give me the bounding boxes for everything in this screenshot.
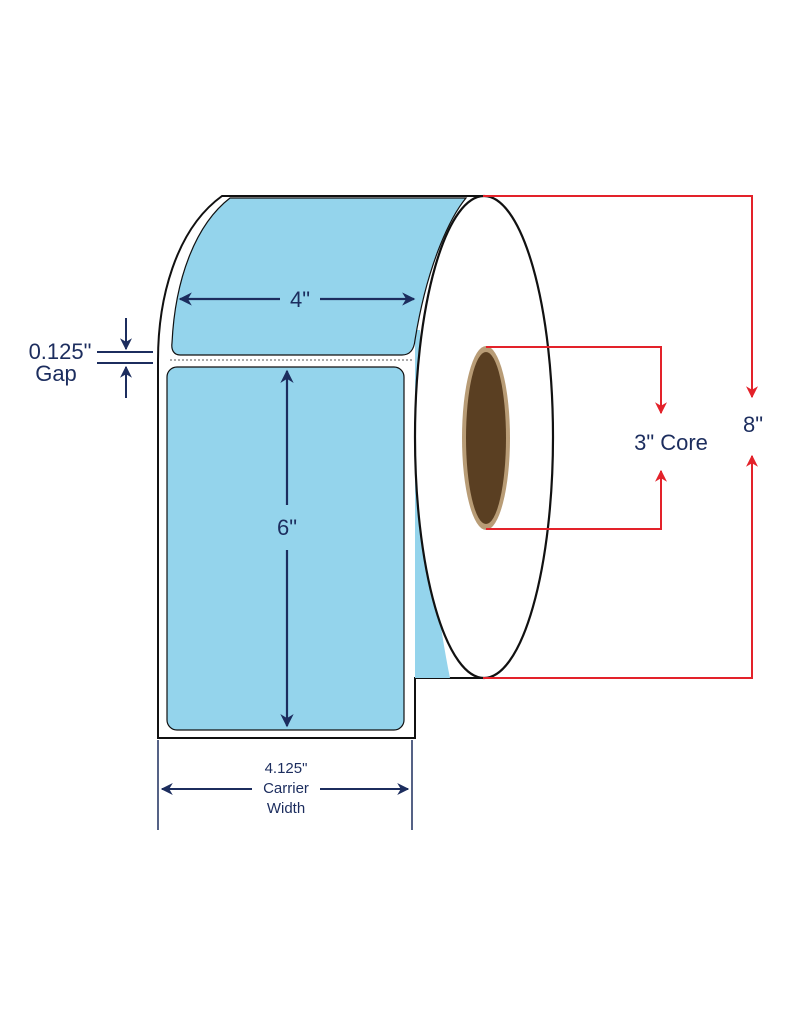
- carrier-width-word-text: Width: [267, 800, 305, 817]
- od-dim-top-leader: [483, 195, 758, 399]
- label-height-text: 6": [277, 515, 297, 540]
- liner-edge-strip: [415, 330, 450, 678]
- front-label: [166, 366, 405, 731]
- core-dim-bottom-leader: [486, 469, 667, 530]
- top-label: [171, 197, 468, 356]
- core-hole: [466, 352, 506, 524]
- label-width-text: 4": [290, 287, 310, 312]
- carrier-value-text: 4.125": [265, 760, 308, 777]
- gap-value-text: 0.125": [29, 339, 92, 364]
- carrier-word-text: Carrier: [263, 780, 309, 797]
- core-dim-top-leader: [486, 346, 667, 415]
- od-text: 8": [743, 412, 763, 437]
- od-dim-bottom-leader: [483, 454, 758, 679]
- gap-word-text: Gap: [35, 361, 77, 386]
- core-text: 3" Core: [634, 430, 708, 455]
